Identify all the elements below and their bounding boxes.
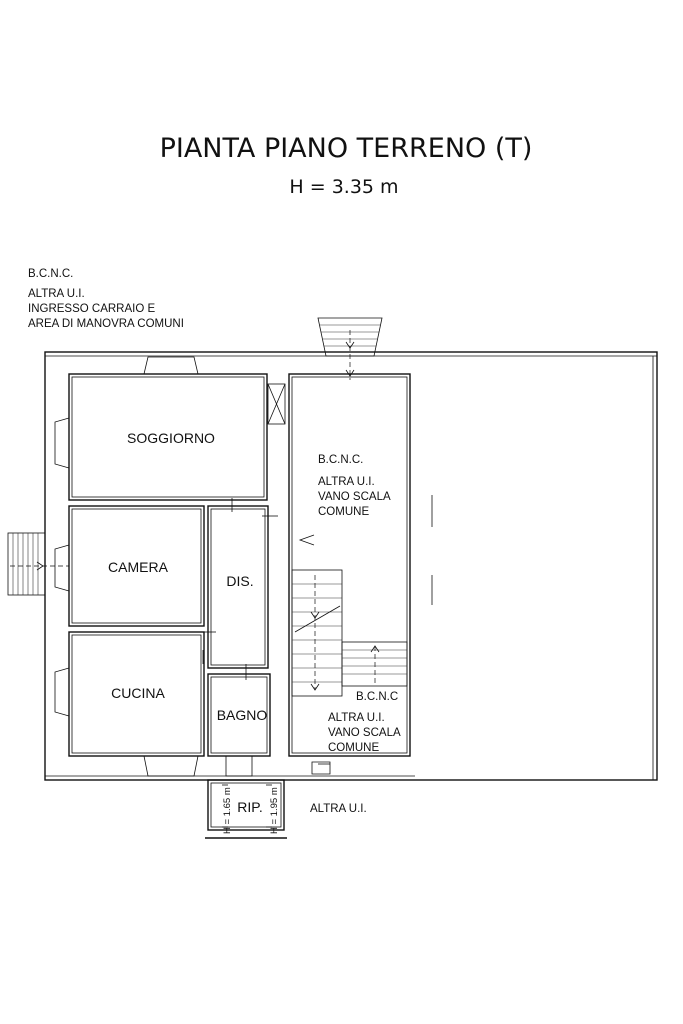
note-line-2: INGRESSO CARRAIO E: [28, 303, 155, 315]
stair-lower-line-3: VANO SCALA: [328, 727, 401, 739]
right-wall-ticks: [311, 495, 433, 775]
room-label-cucina: CUCINA: [111, 685, 165, 701]
rip-height-2: H = 1.95 m: [269, 787, 280, 834]
entrance-steps-left: [7, 532, 69, 596]
stair-upper-line-1: B.C.N.C.: [318, 454, 363, 466]
rip-block: [205, 779, 287, 839]
room-label-camera: CAMERA: [108, 559, 169, 575]
plan-title: PIANTA PIANO TERRENO (T): [160, 133, 533, 164]
note-line-3: AREA DI MANOVRA COMUNI: [28, 318, 184, 330]
room-label-rip: RIP.: [237, 799, 262, 815]
stair-lower-line-4: COMUNE: [328, 742, 379, 754]
rip-height-1: H = 1.65 m: [222, 787, 233, 834]
apartment-walls: [68, 373, 286, 757]
label-altra-ui-bottom: ALTRA U.I.: [310, 803, 367, 815]
internal-stairs: [291, 569, 408, 697]
room-label-dis: DIS.: [226, 573, 253, 589]
stair-upper-line-3: VANO SCALA: [318, 491, 391, 503]
plan-height: H = 3.35 m: [289, 176, 398, 198]
room-label-bagno: BAGNO: [217, 707, 268, 723]
note-bcnc: B.C.N.C.: [28, 268, 73, 280]
stair-upper-line-4: COMUNE: [318, 506, 369, 518]
room-label-soggiorno: SOGGIORNO: [127, 430, 215, 446]
window-niches: [54, 356, 253, 777]
stair-lower-line-1: B.C.N.C: [356, 691, 398, 703]
stair-upper-line-2: ALTRA U.I.: [318, 476, 375, 488]
stair-lower-line-2: ALTRA U.I.: [328, 712, 385, 724]
stair-hall-walls: [288, 317, 411, 757]
note-line-1: ALTRA U.I.: [28, 288, 85, 300]
